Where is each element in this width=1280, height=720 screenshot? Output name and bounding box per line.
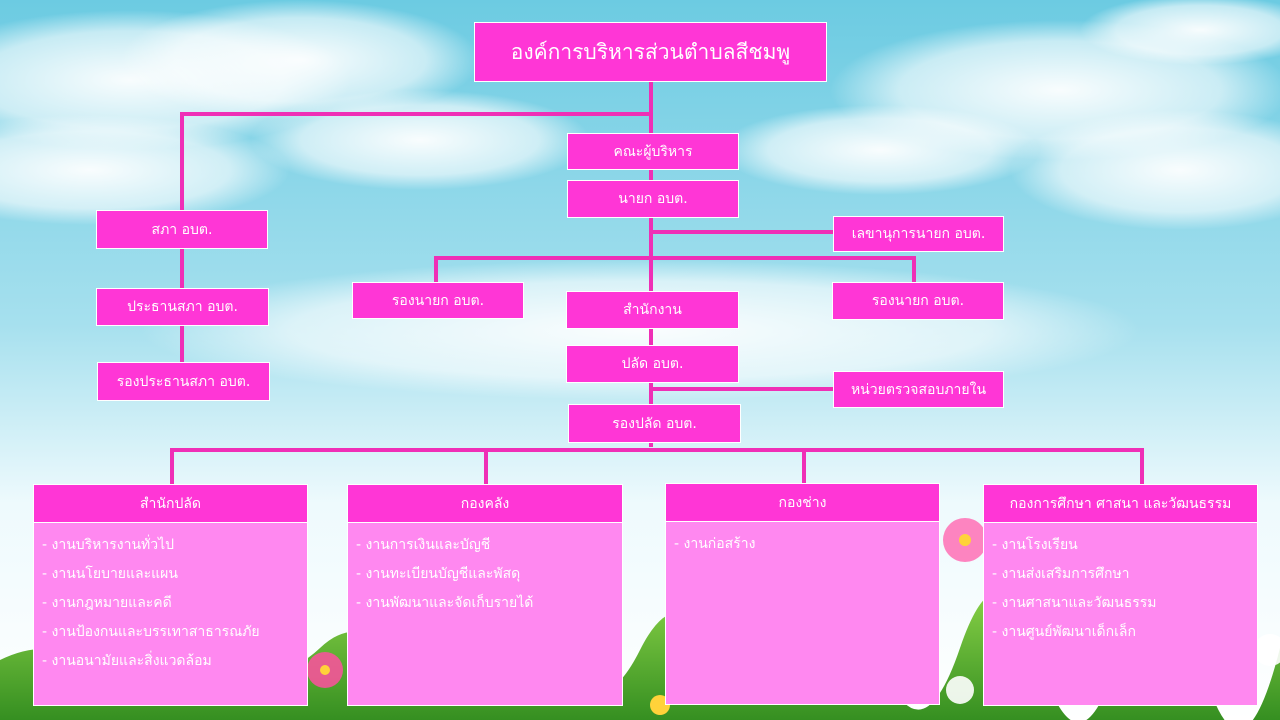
list-item: - งานโรงเรียน	[992, 537, 1078, 553]
department-task-list: - งานการเงินและบัญชี - งานทะเบียนบัญชีแล…	[348, 523, 622, 618]
list-item: - งานก่อสร้าง	[674, 536, 756, 552]
list-item: - งานบริหารงานทั่วไป	[42, 537, 175, 553]
department-task-list: - งานโรงเรียน - งานส่งเสริมการศึกษา - งา…	[984, 523, 1257, 647]
department-panel-engineering: กองช่าง - งานก่อสร้าง	[665, 483, 940, 705]
deputy-mayor-right: รองนายก อบต.	[832, 282, 1004, 320]
list-item: - งานนโยบายและแผน	[42, 566, 178, 582]
department-panel-finance: กองคลัง - งานการเงินและบัญชี - งานทะเบีย…	[347, 484, 623, 706]
list-item: - งานการเงินและบัญชี	[356, 537, 491, 553]
list-item: - งานศูนย์พัฒนาเด็กเล็ก	[992, 624, 1136, 640]
mayor-secretary: เลขานุการนายก อบต.	[833, 216, 1004, 252]
department-task-list: - งานบริหารงานทั่วไป - งานนโยบายและแผน -…	[34, 523, 307, 676]
department-header: กองการศึกษา ศาสนา และวัฒนธรรม	[984, 485, 1257, 523]
executive-board: คณะผู้บริหาร	[567, 133, 739, 170]
list-item: - งานส่งเสริมการศึกษา	[992, 566, 1130, 582]
flowers	[307, 518, 1280, 715]
list-item: - งานพัฒนาและจัดเก็บรายได้	[356, 595, 534, 611]
department-panel-clerk-office: สำนักปลัด - งานบริหารงานทั่วไป - งานนโยบ…	[33, 484, 308, 706]
office: สำนักงาน	[566, 291, 739, 329]
mayor: นายก อบต.	[567, 180, 739, 218]
clouds	[0, 0, 1280, 400]
list-item: - งานกฎหมายและคดี	[42, 595, 172, 611]
department-header: กองช่าง	[666, 484, 939, 522]
list-item: - งานป้องกนและบรรเทาสาธารณภัย	[42, 624, 260, 640]
deputy-mayor-left: รองนายก อบต.	[352, 282, 524, 319]
internal-audit: หน่วยตรวจสอบภายใน	[833, 371, 1004, 408]
clerk: ปลัด อบต.	[566, 345, 739, 383]
list-item: - งานอนามัยและสิ่งแวดล้อม	[42, 653, 212, 669]
deputy-clerk: รองปลัด อบต.	[568, 404, 741, 443]
council-vice-chair: รองประธานสภา อบต.	[97, 362, 270, 401]
department-task-list: - งานก่อสร้าง	[666, 522, 939, 559]
council: สภา อบต.	[96, 210, 268, 249]
department-panel-education: กองการศึกษา ศาสนา และวัฒนธรรม - งานโรงเร…	[983, 484, 1258, 706]
council-chair: ประธานสภา อบต.	[96, 288, 269, 326]
list-item: - งานทะเบียนบัญชีและพัสดุ	[356, 566, 521, 582]
org-title: องค์การบริหารส่วนตำบลสีชมพู	[474, 22, 827, 82]
department-header: สำนักปลัด	[34, 485, 307, 523]
department-header: กองคลัง	[348, 485, 622, 523]
list-item: - งานศาสนาและวัฒนธรรม	[992, 595, 1157, 611]
